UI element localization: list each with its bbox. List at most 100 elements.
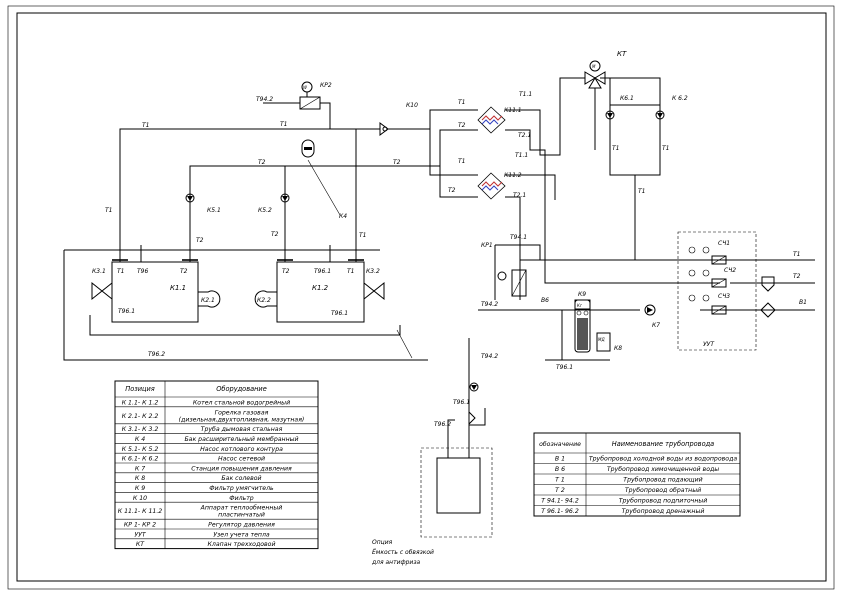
label-uut: УУТ xyxy=(703,341,715,348)
equip-row-pos: К 6.1- К 6.2 xyxy=(122,456,159,463)
heat-metering-unit xyxy=(677,231,757,351)
label-b1: В1 xyxy=(799,299,807,306)
equip-row-pos: К 1.1- К 1.2 xyxy=(122,399,159,406)
label-kg: Кг xyxy=(577,303,583,308)
label-k2-1: К2.1 xyxy=(201,297,215,304)
heat-exchanger-k11-1 xyxy=(477,106,506,134)
pipe-header-code: обозначение xyxy=(539,440,581,448)
pump-k5-2 xyxy=(280,193,290,203)
label-k9: К9 xyxy=(578,291,586,298)
pipe-row-name: Трубопровод подающий xyxy=(623,476,702,484)
pump-antifreeze xyxy=(469,382,479,392)
option-subtitle-2: для антифриза xyxy=(371,559,421,566)
option-frame xyxy=(420,447,493,538)
label-t96-1-c: Т96.1 xyxy=(331,310,348,317)
pipe-row-code: Т 2 xyxy=(555,487,565,494)
equip-row-name: (дизельная,двухтопливная, мазутная) xyxy=(179,416,305,423)
label-kr1: КР1 xyxy=(481,242,493,249)
label-k8: К8 xyxy=(614,345,622,352)
label-k6-1: К6.1 xyxy=(620,95,634,102)
label-t96-1-d: Т96.1 xyxy=(556,364,573,371)
option-subtitle: Ёмкость с обвязкой xyxy=(372,549,434,556)
equip-row-pos: К 7 xyxy=(135,465,145,472)
equip-row-pos: К 9 xyxy=(135,485,145,492)
label-k1-1: К1.1 xyxy=(170,284,186,292)
equip-row-name: Узел учета тепла xyxy=(213,531,270,538)
label-t1-a: Т1 xyxy=(142,122,149,129)
equip-row-pos: К 3.1- К 3.2 xyxy=(122,426,159,433)
label-t1-h: Т1 xyxy=(662,145,669,152)
label-t96-1-b: Т96.1 xyxy=(118,308,135,315)
label-t2-a: Т2 xyxy=(258,159,266,166)
label-k2-2: К2.2 xyxy=(257,297,271,304)
label-t1-b: Т1 xyxy=(280,121,287,128)
label-k1-2: К1.2 xyxy=(312,284,329,292)
equip-row-pos: К 10 xyxy=(133,495,147,502)
label-t1-k11: Т1 xyxy=(117,268,124,275)
label-t96: Т96 xyxy=(137,268,148,275)
label-t1-k12: Т1 xyxy=(347,268,354,275)
pump-k6-1 xyxy=(605,110,615,120)
label-k6-2: К 6.2 xyxy=(672,95,688,102)
label-m: M xyxy=(592,64,596,69)
expansion-tank-k4 xyxy=(301,139,315,158)
label-md: МД xyxy=(598,337,605,342)
label-t1-f: Т1 xyxy=(458,158,465,165)
salt-tank-k8 xyxy=(596,332,611,352)
label-t1-e: Т1 xyxy=(458,99,465,106)
label-t2-out: Т2 xyxy=(793,273,801,280)
option-title: Опция xyxy=(372,539,393,546)
label-t94-1: Т94.1 xyxy=(510,234,527,241)
label-t1-i: Т1 xyxy=(638,188,645,195)
pipe-row-code: Т 94.1- 94.2 xyxy=(541,498,579,505)
equip-row-name: Труба дымовая стальная xyxy=(201,425,283,433)
equip-row-name: Горелка газовая xyxy=(215,409,269,416)
label-k3-2: К3.2 xyxy=(366,268,380,275)
pipe-row-code: Т 1 xyxy=(555,477,565,484)
label-k3-1: К3.1 xyxy=(92,268,106,275)
booster-pump-k7 xyxy=(644,304,656,316)
equip-row-name: Котел стальной водогрейный xyxy=(193,399,290,406)
chimney-k3-2 xyxy=(363,281,385,301)
label-t94-2-a: Т94.2 xyxy=(256,96,273,103)
label-sch2: СЧ2 xyxy=(724,267,736,274)
label-t96-2-b: Т96.2 xyxy=(434,421,451,428)
diagram-labels: КТ К11.1 К11.2 К6.1 К 6.2 КР2 КР1 К10 К4… xyxy=(92,50,807,566)
outer-frame xyxy=(7,5,835,590)
pipe-row-name: Трубопровод дренажный xyxy=(622,507,705,515)
label-t21-a: Т2.1 xyxy=(518,132,531,139)
antifreeze-tank xyxy=(436,457,481,514)
equip-row-pos: К 8 xyxy=(135,475,145,482)
equip-row-pos: К 5.1- К 5.2 xyxy=(122,446,159,453)
label-w: W xyxy=(303,85,308,90)
equip-row-name: Аппарат теплообменный xyxy=(200,504,283,512)
filter-antifreeze xyxy=(468,410,476,426)
chimney-k3-1 xyxy=(91,281,113,301)
burner-k2-1 xyxy=(197,290,221,308)
label-t96-1-e: Т96.1 xyxy=(453,399,470,406)
pipe-header-name: Наименование трубопровода xyxy=(612,440,714,448)
heat-exchanger-k11-2 xyxy=(477,172,506,200)
pipe-row-name: Трубопровод холодной воды из водопровода xyxy=(589,455,737,463)
pump-k5-1 xyxy=(185,193,195,203)
label-t94-2-c: Т94.2 xyxy=(481,353,498,360)
equip-row-name: Бак солевой xyxy=(221,475,261,482)
label-t1-d: Т1 xyxy=(359,232,366,239)
filter-k10 xyxy=(379,122,389,136)
equip-row-name: Фильтр умягчитель xyxy=(209,485,274,492)
softener-filter-k9 xyxy=(574,299,591,353)
meters xyxy=(688,246,727,315)
equip-row-pos: К 11.1- К 11.2 xyxy=(118,508,163,515)
label-k11-1: К11.1 xyxy=(504,107,522,114)
label-t2-k12: Т2 xyxy=(282,268,290,275)
equip-row-name: Станция повышения давления xyxy=(191,465,292,472)
label-t11-a: Т1.1 xyxy=(519,91,532,98)
label-k5-1: К5.1 xyxy=(207,207,221,214)
equip-row-name: Насос котлового контура xyxy=(200,446,283,453)
label-t94-2-b: Т94.2 xyxy=(481,301,498,308)
label-kr2: КР2 xyxy=(320,82,332,89)
equip-row-name: Фильтр xyxy=(229,495,254,502)
